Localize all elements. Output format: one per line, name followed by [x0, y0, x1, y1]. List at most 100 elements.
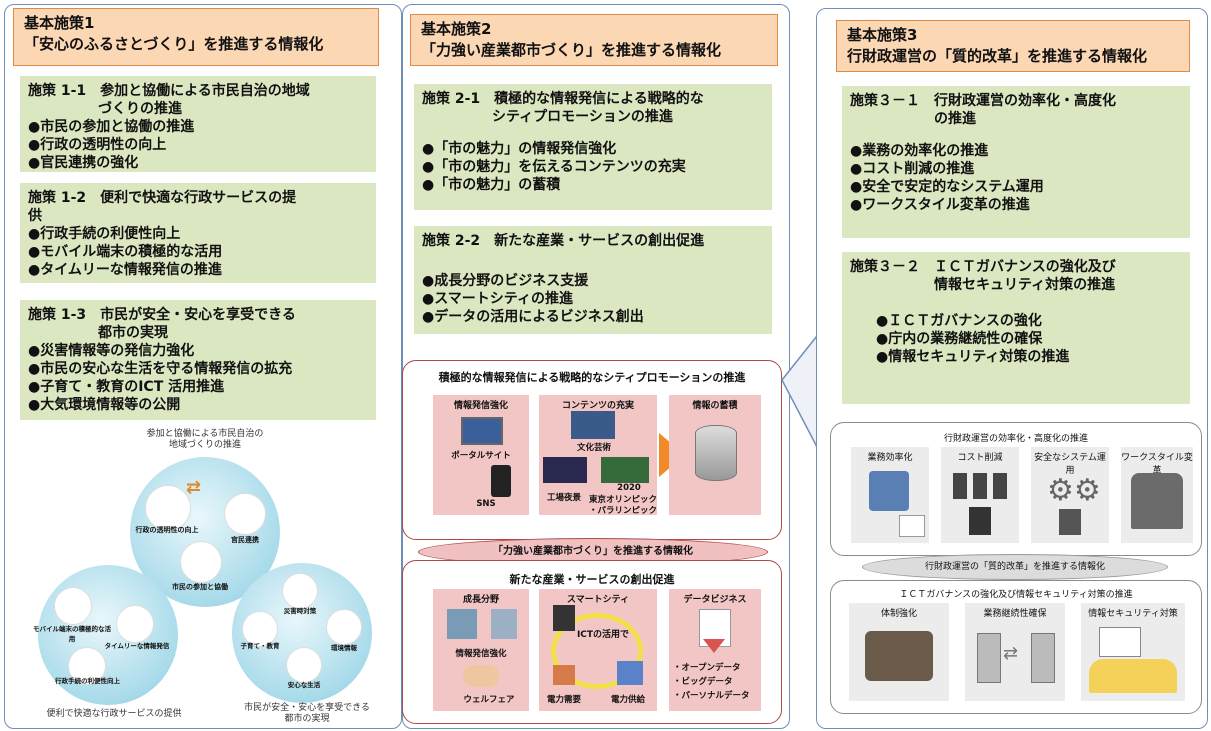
server-icon [553, 605, 575, 631]
data-label-2: ・ビッグデータ [673, 677, 733, 687]
box-data-business: データビジネス ・オープンデータ ・ビッグデータ ・パーソナルデータ [669, 589, 761, 711]
demand-label: 電力需要 [546, 695, 581, 705]
node-safe-life [286, 647, 322, 683]
supply-label: 電力供給 [610, 695, 645, 705]
policy-3-header-line1: 基本施策3 [847, 26, 918, 44]
measure-item: ●行政手続の利便性向上 [28, 226, 181, 242]
promotion-panel-title: 積極的な情報発信による戦略的なシティプロモーションの推進 [438, 371, 746, 384]
box-title: 業務継続性確保 [983, 609, 1047, 619]
node-participation [180, 541, 222, 583]
box-title: コンテンツの充実 [561, 401, 634, 411]
policy-1-header-line1: 基本施策1 [24, 14, 95, 32]
node-procedure [68, 647, 106, 685]
measure-item: ●災害情報等の発信力強化 [28, 343, 195, 359]
measure-title: 施策 1-2 便利で快適な行政サービスの提 [28, 190, 297, 206]
box-smart-city: スマートシティ ICTの活用で 電力需要 電力供給 [539, 589, 657, 711]
server-icon [1031, 633, 1055, 683]
measure-title-cont: シティプロモーションの推進 [422, 109, 673, 125]
arrows-icon: ⇄ [186, 477, 202, 498]
measure-item: ●安全で安定的なシステム運用 [850, 179, 1044, 195]
node-timely [116, 605, 154, 643]
measure-title: 施策 2-1 積極的な情報発信による戦略的な [422, 91, 704, 107]
circle-convenience [38, 565, 178, 705]
policy-1-diagram: 参加と協働による市民自治の 地域づくりの推進 行政の透明性の向上 官民連携 市民… [10, 425, 395, 725]
box-efficiency: 業務効率化 [851, 447, 929, 543]
box-content: コンテンツの充実 文化芸術 2020 工場夜景 東京オリンピック ・パラリンピッ… [539, 395, 657, 516]
diagram-top-caption: 参加と協働による市民自治の 地域づくりの推進 [130, 429, 280, 451]
measure-item: ●データの活用によるビジネス創出 [422, 309, 644, 325]
measure-title-cont: 情報セキュリティ対策の推進 [850, 277, 1116, 293]
quality-reform-oval: 行財政運営の「質的改革」を推進する情報化 [862, 554, 1168, 580]
node-environment-label: 環境情報 [331, 644, 357, 652]
box-title: 成長分野 [462, 595, 499, 605]
stadium-photo [601, 457, 649, 483]
box-accumulation: 情報の蓄積 [669, 395, 761, 515]
policy-2-header-line1: 基本施策2 [421, 20, 492, 38]
measure-item: ●成長分野のビジネス支援 [422, 273, 589, 289]
servers-icon [953, 473, 1007, 499]
measure-2-2: 施策 2-2 新たな産業・サービスの創出促進 ●成長分野のビジネス支援 ●スマー… [414, 226, 772, 334]
efficiency-panel-title: 行財政運営の効率化・高度化の推進 [943, 434, 1088, 444]
measure-item: ●市民の参加と協働の推進 [28, 119, 195, 135]
policy-1-header-line2: 「安心のふるさとづくり」を推進する情報化 [24, 35, 324, 53]
olympic-label: 東京オリンピック [588, 495, 657, 505]
box-workstyle: ワークスタイル変革 [1121, 447, 1193, 543]
node-participation-label: 市民の参加と協働 [172, 583, 228, 591]
measure-title: 施策 1-1 参加と協働による市民自治の地域 [28, 83, 310, 99]
measure-item: ●業務の効率化の推進 [850, 143, 989, 159]
data-label-1: ・オープンデータ [673, 663, 741, 673]
diagram-bottom-left-caption: 便利で快適な行政サービスの提供 [46, 709, 182, 719]
measure-item: ●ＩＣＴガバナンスの強化 [876, 313, 1042, 329]
node-disaster [282, 573, 318, 609]
measure-item: ●庁内の業務継続性の確保 [876, 331, 1043, 347]
sns-label: SNS [476, 499, 496, 509]
hands-icon [463, 665, 499, 687]
box-title: 情報の蓄積 [692, 401, 738, 411]
new-industry-panel: 新たな産業・サービスの創出促進 成長分野 情報発信強化 ウェルフェア スマートシ… [402, 560, 782, 724]
box-structure: 体制強化 [849, 603, 949, 701]
box-continuity: 業務継続性確保 ⇄ [965, 603, 1065, 701]
governance-panel: ＩＣＴガバナンスの強化及び情報セキュリティ対策の推進 体制強化 業務継続性確保 … [830, 580, 1202, 714]
policy-2-header-line2: 「力強い産業都市づくり」を推進する情報化 [421, 41, 722, 59]
measure-item: ●官民連携の強化 [28, 155, 139, 171]
people-icon [1131, 473, 1183, 529]
year-label: 2020 [617, 483, 641, 493]
measure-3-1: 施策３－１ 行財政運営の効率化・高度化 の推進 ●業務の効率化の推進 ●コスト削… [842, 86, 1190, 238]
spacer [422, 126, 764, 140]
measure-item: ●「市の魅力」の蓄積 [422, 177, 561, 193]
measure-item: ●行政の透明性の向上 [28, 137, 167, 153]
house-icon [553, 665, 575, 685]
box-security: 情報セキュリティ対策 [1081, 603, 1185, 701]
cycle-ring [551, 613, 643, 689]
server-icon [969, 507, 991, 535]
node-mobile-label: モバイル端末の積極的な活用 [33, 625, 111, 643]
measure-item: ●スマートシティの推進 [422, 291, 573, 307]
diagram-bottom-right-caption: 市民が安全・安心を享受できる 都市の実現 [222, 703, 392, 725]
promotion-panel: 積極的な情報発信による戦略的なシティプロモーションの推進 情報発信強化 ポータル… [402, 360, 782, 540]
smartphone-icon [491, 465, 511, 497]
measure-title: 施策 2-2 新たな産業・サービスの創出促進 [422, 233, 705, 249]
paralympic-label: ・パラリンピック [588, 506, 657, 516]
growth-label-1: 情報発信強化 [455, 649, 507, 659]
audience-icon [1089, 659, 1177, 693]
policy-1-header: 基本施策1 「安心のふるさとづくり」を推進する情報化 [13, 8, 379, 66]
measure-2-1: 施策 2-1 積極的な情報発信による戦略的な シティプロモーションの推進 ●「市… [414, 84, 772, 210]
node-timely-label: タイムリーな情報発信 [104, 642, 170, 650]
node-disaster-label: 災害時対策 [283, 607, 317, 615]
measure-1-2: 施策 1-2 便利で快適な行政サービスの提 供 ●行政手続の利便性向上 ●モバイ… [20, 183, 376, 283]
policy-3-header-line2: 行財政運営の「質的改革」を推進する情報化 [847, 47, 1148, 65]
caption-line: 都市の実現 [284, 714, 330, 724]
node-public-private-label: 官民連携 [231, 536, 259, 544]
measure-title-cont: づくりの推進 [28, 101, 182, 117]
server-icon [1059, 509, 1081, 535]
measure-item: ●大気環境情報等の公開 [28, 397, 181, 413]
measure-item: ●「市の魅力」の情報発信強化 [422, 141, 617, 157]
node-environment [326, 609, 362, 645]
measure-3-2: 施策３－２ ＩＣＴガバナンスの強化及び 情報セキュリティ対策の推進 ●ＩＣＴガバ… [842, 252, 1190, 404]
new-industry-panel-title: 新たな産業・サービスの創出促進 [509, 573, 675, 586]
laptop-icon [461, 417, 503, 445]
measure-item: ●ワークスタイル変革の推進 [850, 197, 1030, 213]
measure-title-cont: 供 [28, 208, 42, 224]
arrow-down-icon [703, 639, 725, 653]
chart-icon [899, 515, 925, 537]
